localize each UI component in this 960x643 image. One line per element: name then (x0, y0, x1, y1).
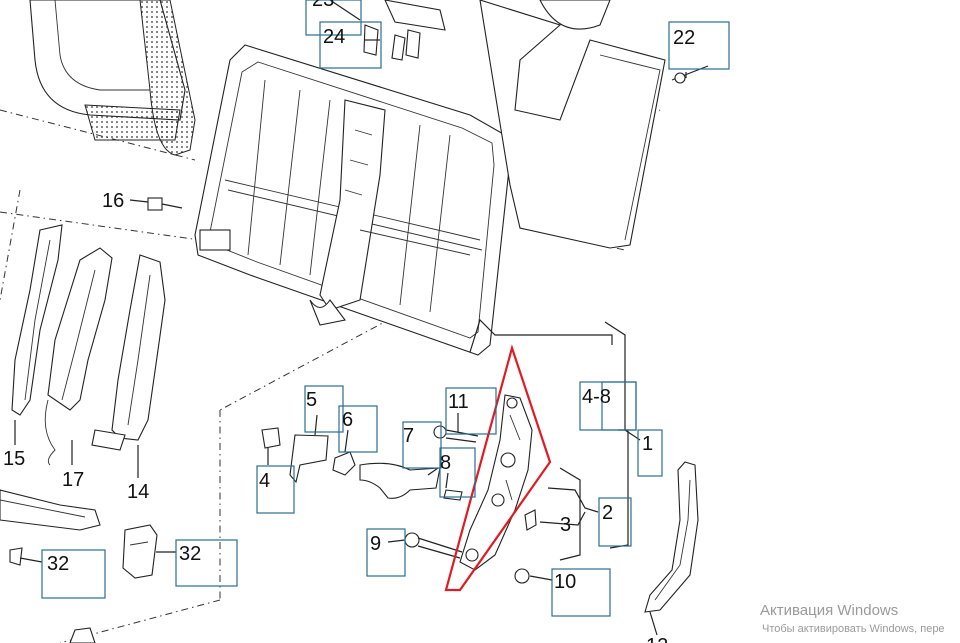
hinge-fitting-part (459, 394, 533, 571)
backrest-panel-part (479, 0, 666, 249)
callout-3: 3 (560, 514, 571, 536)
callout-8: 8 (440, 452, 451, 474)
callout-boxes (41, 0, 730, 617)
callout-7: 7 (403, 425, 414, 447)
callout-32-right: 32 (179, 543, 201, 565)
callout-17: 17 (62, 469, 84, 491)
callout-5: 5 (306, 389, 317, 411)
cover-part-32 (122, 524, 158, 579)
callout-4: 4 (259, 470, 270, 492)
hardware-parts (147, 65, 709, 584)
side-trim-15 (11, 224, 63, 416)
callout-numbers: 22 24 23 16 4-8 1 2 3 11 7 8 6 5 4 9 10 … (3, 0, 695, 643)
seat-cushion-part (29, 0, 196, 156)
windows-activation-watermark-title: Активация Windows (760, 602, 899, 619)
callout-14: 14 (127, 481, 149, 503)
side-trim-17 (44, 247, 113, 466)
callout-12: 12 (646, 635, 668, 643)
callout-9: 9 (370, 533, 381, 555)
clip-parts-23-24 (363, 0, 446, 61)
callout-23: 23 (312, 0, 334, 11)
side-trim-14 (91, 254, 166, 451)
callout-22: 22 (673, 27, 695, 49)
callout-10: 10 (554, 571, 576, 593)
callout-32-left: 32 (47, 553, 69, 575)
callout-2: 2 (602, 502, 613, 524)
seat-base-part (0, 489, 101, 643)
trim-part-12 (644, 461, 699, 613)
callout-1: 1 (642, 433, 653, 455)
backrest-frame-part (194, 44, 511, 356)
callout-15: 15 (3, 448, 25, 470)
callout-24: 24 (323, 26, 345, 48)
callout-16: 16 (102, 190, 124, 212)
windows-activation-watermark-subtitle: Чтобы активировать Windows, пере (762, 623, 945, 635)
highlight-outline (444, 344, 552, 592)
callout-4-8: 4-8 (582, 386, 611, 408)
callout-11: 11 (448, 391, 469, 413)
callout-6: 6 (342, 409, 353, 431)
